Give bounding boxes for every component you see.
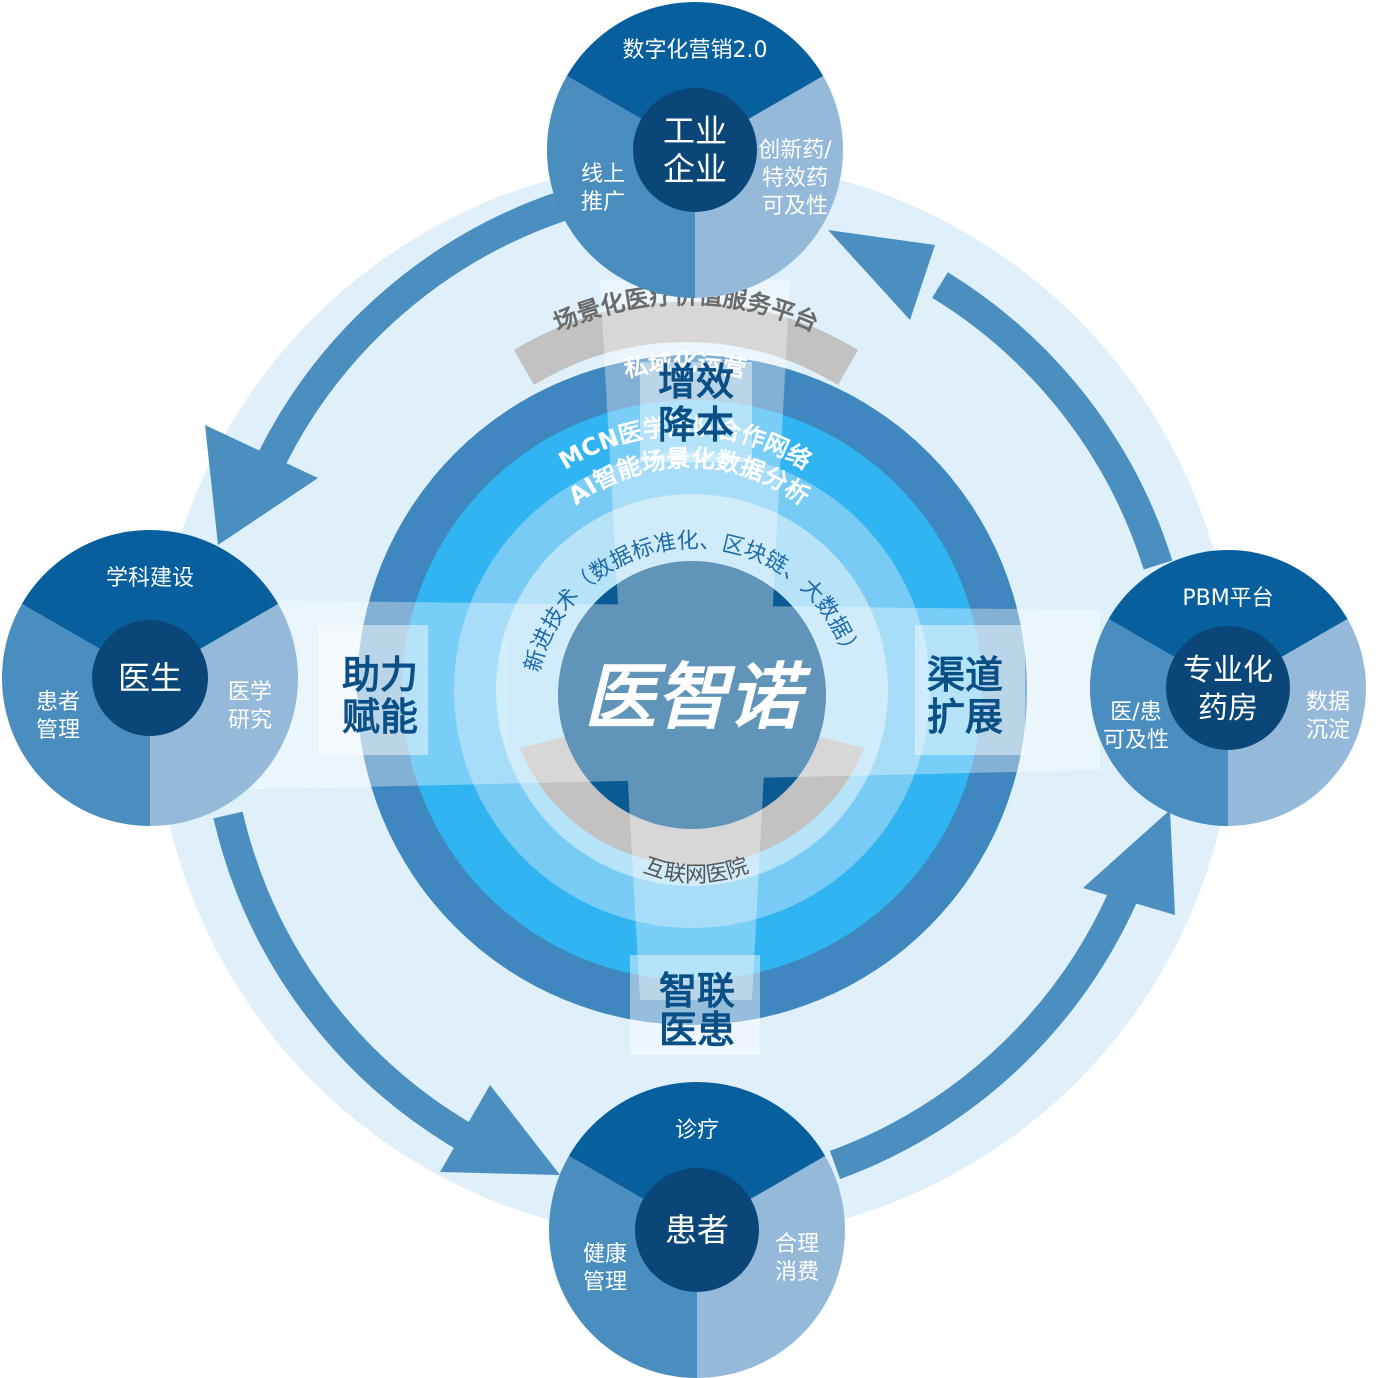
node-left-top-label: 学科建设 [106, 566, 194, 591]
node-bottom-left-label-line: 健康 [583, 1242, 627, 1267]
node-bottom-left-label-line: 管理 [583, 1270, 627, 1295]
node-left-title-line: 医生 [118, 659, 182, 697]
center-title: 医智诺 [584, 655, 812, 739]
node-bottom-right-label-line: 合理 [775, 1232, 819, 1257]
node-bottom-top-label: 诊疗 [675, 1118, 719, 1143]
node-left-right-label-line: 医学 [228, 680, 272, 705]
core-circle [558, 561, 826, 829]
node-right-left-label-line: 可及性 [1103, 728, 1169, 753]
node-top-right-label-line: 特效药 [762, 166, 828, 191]
spoke-right-1: 渠道 [927, 653, 1003, 697]
node-left-title: 医生 [118, 659, 182, 697]
node-bottom-right-label: 合理消费 [775, 1232, 819, 1285]
node-top-left-label: 线上推广 [581, 162, 625, 215]
node-top: 工业企业 数字化营销2.0 线上推广 创新药/特效药可及性 [547, 2, 843, 298]
node-top-title-line: 企业 [663, 150, 727, 188]
cycle-arrows [213, 191, 1173, 1180]
node-right-title: 专业化药房 [1183, 653, 1273, 726]
spoke-left-2: 赋能 [342, 695, 418, 739]
node-right-left-label: 医/患可及性 [1103, 700, 1169, 753]
node-bottom-title: 患者 [665, 1211, 729, 1249]
node-left-left-label-line: 管理 [36, 718, 80, 743]
node-top-right-label-line: 创新药/ [758, 138, 832, 163]
node-left-right-label: 医学研究 [228, 680, 272, 733]
node-right-core [1166, 626, 1290, 750]
node-top-left-label-line: 线上 [581, 162, 625, 187]
spoke-top-1: 增效 [658, 360, 734, 404]
node-top-title-line: 工业 [663, 112, 727, 150]
node-top-right-label-line: 可及性 [762, 194, 828, 219]
node-bottom-left-label: 健康管理 [583, 1242, 627, 1295]
node-top-top-label-line: 数字化营销2.0 [623, 38, 768, 63]
spoke-labels: 增效 降本 助力 赋能 渠道 扩展 智联 医患 [342, 360, 1003, 1052]
spoke-left-1: 助力 [342, 653, 418, 697]
spoke-bottom-1: 智联 [659, 969, 735, 1013]
spoke-bottom-2: 医患 [659, 1008, 735, 1052]
node-right-right-label-line: 沉淀 [1306, 718, 1350, 743]
spoke-boxes [318, 362, 1025, 1055]
node-left-right-label-line: 研究 [228, 708, 272, 733]
node-bottom-right-label-line: 消费 [775, 1260, 819, 1285]
arrowhead-top [828, 230, 935, 320]
node-bottom-core [635, 1168, 759, 1292]
node-top-core [633, 88, 757, 212]
outer-gray-arc [514, 301, 858, 385]
node-left-left-label: 患者管理 [36, 690, 80, 743]
node-bottom-top-label-line: 诊疗 [675, 1118, 719, 1143]
node-bottom-title-line: 患者 [665, 1211, 729, 1249]
node-left-left-label-line: 患者 [36, 690, 80, 715]
arrowhead-left [205, 425, 318, 545]
node-right-top-label: PBM平台 [1182, 586, 1273, 611]
node-right-right-label: 数据沉淀 [1306, 690, 1350, 743]
node-top-title: 工业企业 [663, 112, 727, 188]
node-top-left-label-line: 推广 [581, 190, 625, 215]
spoke-right-2: 扩展 [927, 695, 1003, 739]
node-left-top-label-line: 学科建设 [106, 566, 194, 591]
node-right-right-label-line: 数据 [1306, 690, 1350, 715]
arrowhead-bottom [440, 1085, 560, 1175]
arrow-arc-left-bottom [213, 811, 478, 1154]
node-right-title-line: 专业化 [1183, 653, 1273, 688]
node-top-top-label: 数字化营销2.0 [623, 38, 768, 63]
arrow-arc-bottom-right [829, 874, 1144, 1180]
arrowhead-right [1083, 810, 1175, 915]
arrow-arc-right-top [932, 272, 1173, 570]
arrow-arc-top-left [248, 191, 567, 487]
arrow-heads [205, 230, 1175, 1175]
light-beams [230, 280, 1100, 1000]
inner-gray-arc [520, 735, 864, 865]
node-right-left-label-line: 医/患 [1110, 700, 1161, 725]
node-top-right-label: 创新药/特效药可及性 [758, 138, 832, 219]
spoke-top-2: 降本 [658, 403, 734, 447]
center-rings [357, 301, 1027, 1025]
node-left-core [92, 620, 208, 736]
node-right-title-line: 药房 [1198, 691, 1258, 726]
node-right-top-label-line: PBM平台 [1182, 586, 1273, 611]
